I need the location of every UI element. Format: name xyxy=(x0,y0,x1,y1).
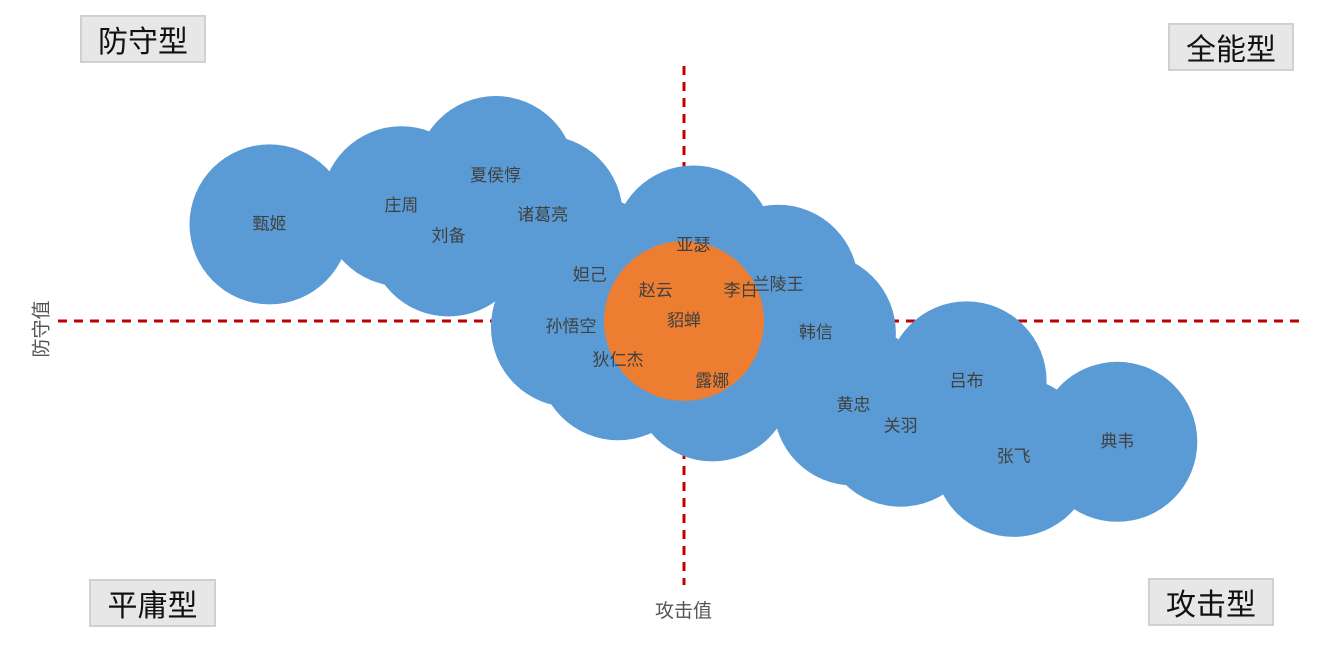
bubble-label-妲己: 妲己 xyxy=(573,266,607,286)
bubble-label-黄忠: 黄忠 xyxy=(837,396,871,416)
bubble-label-诸葛亮: 诸葛亮 xyxy=(517,205,568,225)
bubble-label-狄仁杰: 狄仁杰 xyxy=(593,350,644,370)
bubble-label-典韦: 典韦 xyxy=(1100,432,1134,452)
bubble-label-亚瑟: 亚瑟 xyxy=(676,236,710,256)
bubble-貂蝉 xyxy=(604,241,764,401)
bubble-label-关羽: 关羽 xyxy=(884,417,918,437)
bubble-label-刘备: 刘备 xyxy=(432,226,466,246)
quadrant-label-all-round: 全能型 xyxy=(1168,23,1294,71)
bubble-label-露娜: 露娜 xyxy=(695,371,729,391)
bubble-label-夏侯惇: 夏侯惇 xyxy=(470,166,521,186)
quadrant-label-defensive: 防守型 xyxy=(80,15,206,63)
quadrant-label-mediocre: 平庸型 xyxy=(89,579,216,627)
bubble-label-韩信: 韩信 xyxy=(799,323,833,343)
bubble-典韦 xyxy=(1037,361,1198,522)
bubble-label-兰陵王: 兰陵王 xyxy=(753,275,804,295)
bubble-label-庄周: 庄周 xyxy=(384,196,418,216)
bubble-label-赵云: 赵云 xyxy=(639,281,673,301)
bubble-label-吕布: 吕布 xyxy=(950,371,984,391)
bubble-layer xyxy=(189,96,1198,537)
x-axis-label: 攻击值 xyxy=(655,600,713,622)
bubble-label-孙悟空: 孙悟空 xyxy=(545,317,596,337)
bubble-甄姬 xyxy=(189,144,350,305)
bubble-label-貂蝉: 貂蝉 xyxy=(667,311,701,331)
bubble-label-张飞: 张飞 xyxy=(997,447,1031,467)
bubble-label-甄姬: 甄姬 xyxy=(253,214,287,234)
y-axis-label: 防守值 xyxy=(30,300,53,358)
bubble-label-李白: 李白 xyxy=(724,281,758,301)
quadrant-label-offensive: 攻击型 xyxy=(1148,578,1274,626)
